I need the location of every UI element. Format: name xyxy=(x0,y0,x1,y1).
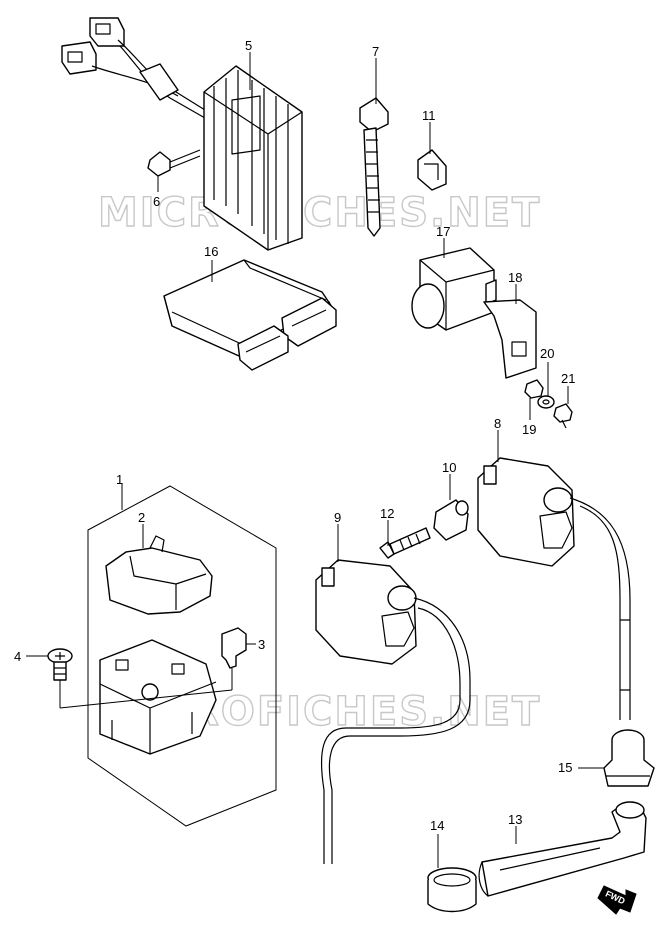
callout-1: 1 xyxy=(116,472,123,487)
callout-14: 14 xyxy=(430,818,444,833)
part-1-relay-assembly xyxy=(87,485,277,827)
part-18-bracket xyxy=(483,299,537,379)
part-20-grommet xyxy=(537,395,555,409)
part-5-regulator-rectifier xyxy=(61,17,303,251)
callout-17: 17 xyxy=(436,224,450,239)
part-2-cover xyxy=(105,535,213,615)
part-17-relay xyxy=(411,247,497,331)
callout-4: 4 xyxy=(14,649,21,664)
callout-5: 5 xyxy=(245,38,252,53)
callout-7: 7 xyxy=(372,44,379,59)
callout-19: 19 xyxy=(522,422,536,437)
callout-15: 15 xyxy=(558,760,572,775)
callout-8: 8 xyxy=(494,416,501,431)
part-7-cable-tie xyxy=(359,97,389,237)
part-15-boot xyxy=(603,729,655,787)
part-13-plug-cap xyxy=(478,801,647,897)
part-4-screw xyxy=(47,648,73,681)
callout-6: 6 xyxy=(153,194,160,209)
part-14-sleeve xyxy=(427,867,477,913)
part-12-bolt xyxy=(379,527,431,559)
part-8-ignition-coil xyxy=(477,457,631,720)
leader-lines xyxy=(26,52,604,868)
part-16-ecm xyxy=(163,259,337,371)
callout-2: 2 xyxy=(138,510,145,525)
callout-12: 12 xyxy=(380,506,394,521)
callout-20: 20 xyxy=(540,346,554,361)
fwd-arrow-icon: FWD xyxy=(597,885,637,915)
callout-11: 11 xyxy=(422,108,436,123)
part-9-ignition-coil xyxy=(315,559,471,864)
part-10-spacer xyxy=(433,499,469,541)
callout-3: 3 xyxy=(258,637,265,652)
part-11-clamp xyxy=(417,149,447,191)
callout-9: 9 xyxy=(334,510,341,525)
callout-16: 16 xyxy=(204,244,218,259)
part-6-bolt xyxy=(147,149,201,177)
part-21-bolt xyxy=(553,403,573,429)
callout-labels: 1 2 3 4 5 6 7 8 9 10 11 12 13 14 15 16 1… xyxy=(14,38,575,833)
callout-13: 13 xyxy=(508,812,522,827)
callout-10: 10 xyxy=(442,460,456,475)
callout-21: 21 xyxy=(561,371,575,386)
part-19-nut xyxy=(524,379,544,399)
watermark-top: MICROFICHES.NET xyxy=(98,190,541,236)
callout-18: 18 xyxy=(508,270,522,285)
part-3-fuse xyxy=(221,627,247,669)
